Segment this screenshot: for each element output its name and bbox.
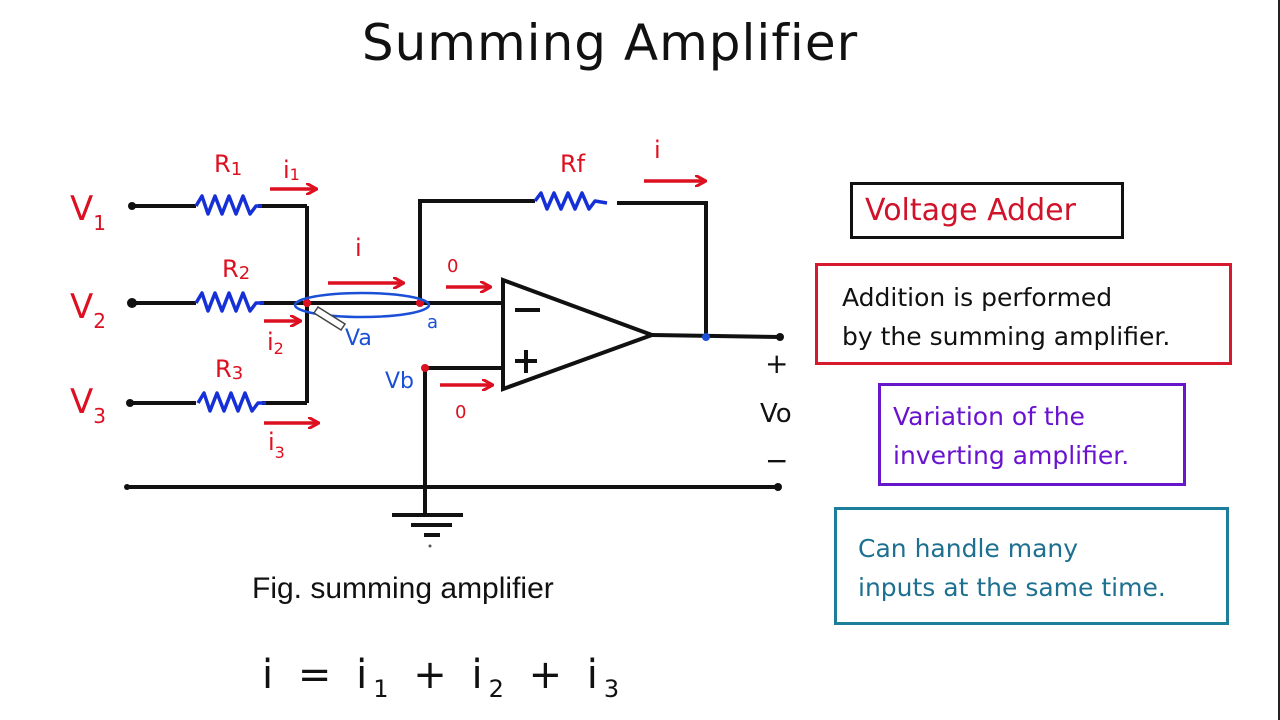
figure-caption: Fig. summing amplifier xyxy=(252,572,554,605)
terminal-ground-left xyxy=(124,484,130,490)
note-text-line2: inverting amplifier. xyxy=(893,441,1130,470)
label-va: Va xyxy=(345,326,372,351)
label-inverting-current-zero: 0 xyxy=(447,256,458,277)
note-variation-inverting: Variation of the inverting amplifier. xyxy=(878,383,1186,486)
note-text-line2: inputs at the same time. xyxy=(858,573,1166,602)
label-i3: i3 xyxy=(268,428,285,462)
terminal-v1 xyxy=(128,202,136,210)
label-vo: Vo xyxy=(760,399,792,429)
label-i2: i2 xyxy=(267,328,284,358)
label-r3: R3 xyxy=(215,355,243,384)
note-text-line2: by the summing amplifier. xyxy=(842,322,1171,351)
equation-plus-2: + xyxy=(528,652,569,698)
pen-cursor-icon xyxy=(312,305,347,332)
equation-plus-1: + xyxy=(413,652,453,698)
terminal-output-minus xyxy=(774,483,782,491)
equation-term-2: i2 xyxy=(471,652,510,703)
output-node xyxy=(702,333,710,341)
junction-node xyxy=(303,299,311,307)
equation-lhs: i xyxy=(262,652,280,698)
noninverting-wire xyxy=(423,366,502,515)
note-text-line1: Variation of the xyxy=(893,402,1085,431)
current-sum-equation: i = i1 + i2 + i3 xyxy=(262,652,625,703)
label-i1: i1 xyxy=(283,156,300,184)
noninverting-sign xyxy=(515,350,537,373)
equation-equals: = xyxy=(297,652,338,698)
label-i-feedback: i xyxy=(654,136,661,164)
label-noninverting-current-zero: 0 xyxy=(455,402,466,423)
label-v1: V1 xyxy=(70,189,106,235)
feedback-wire-right xyxy=(617,201,708,337)
terminal-output-plus xyxy=(776,333,784,341)
resistor-rf xyxy=(533,191,608,211)
label-output-plus: + xyxy=(765,347,788,380)
label-v2: V2 xyxy=(70,287,106,333)
va-highlight-ellipse xyxy=(293,291,431,319)
label-node-a: a xyxy=(427,312,438,333)
feedback-wire-left xyxy=(418,199,535,303)
note-many-inputs: Can handle many inputs at the same time. xyxy=(834,507,1229,625)
node-a xyxy=(416,299,424,307)
label-i-sum: i xyxy=(355,234,362,262)
label-r2: R2 xyxy=(222,255,250,284)
note-addition-performed: Addition is performed by the summing amp… xyxy=(815,263,1232,365)
label-v3: V3 xyxy=(70,382,106,428)
resistor-r1 xyxy=(194,194,262,216)
equation-term-1: i1 xyxy=(356,652,395,703)
op-amp-triangle xyxy=(501,277,658,392)
label-r1: R1 xyxy=(214,150,242,180)
terminal-v2 xyxy=(127,298,137,308)
label-vb: Vb xyxy=(385,369,414,394)
note-voltage-adder: Voltage Adder xyxy=(850,182,1124,239)
node-b xyxy=(421,364,429,372)
frame-edge xyxy=(1278,0,1280,720)
resistor-r2 xyxy=(194,291,264,313)
terminal-v3 xyxy=(126,399,134,407)
page-title: Summing Amplifier xyxy=(361,14,859,72)
ground-dot xyxy=(428,544,432,548)
label-output-minus: − xyxy=(765,444,788,477)
equation-term-3: i3 xyxy=(586,652,626,703)
resistor-r3 xyxy=(196,391,266,413)
label-rf: Rf xyxy=(560,150,586,178)
note-text-line1: Can handle many xyxy=(858,534,1079,563)
output-wire xyxy=(651,333,781,339)
note-text-line1: Addition is performed xyxy=(842,283,1113,312)
note-text: Voltage Adder xyxy=(865,193,1076,228)
